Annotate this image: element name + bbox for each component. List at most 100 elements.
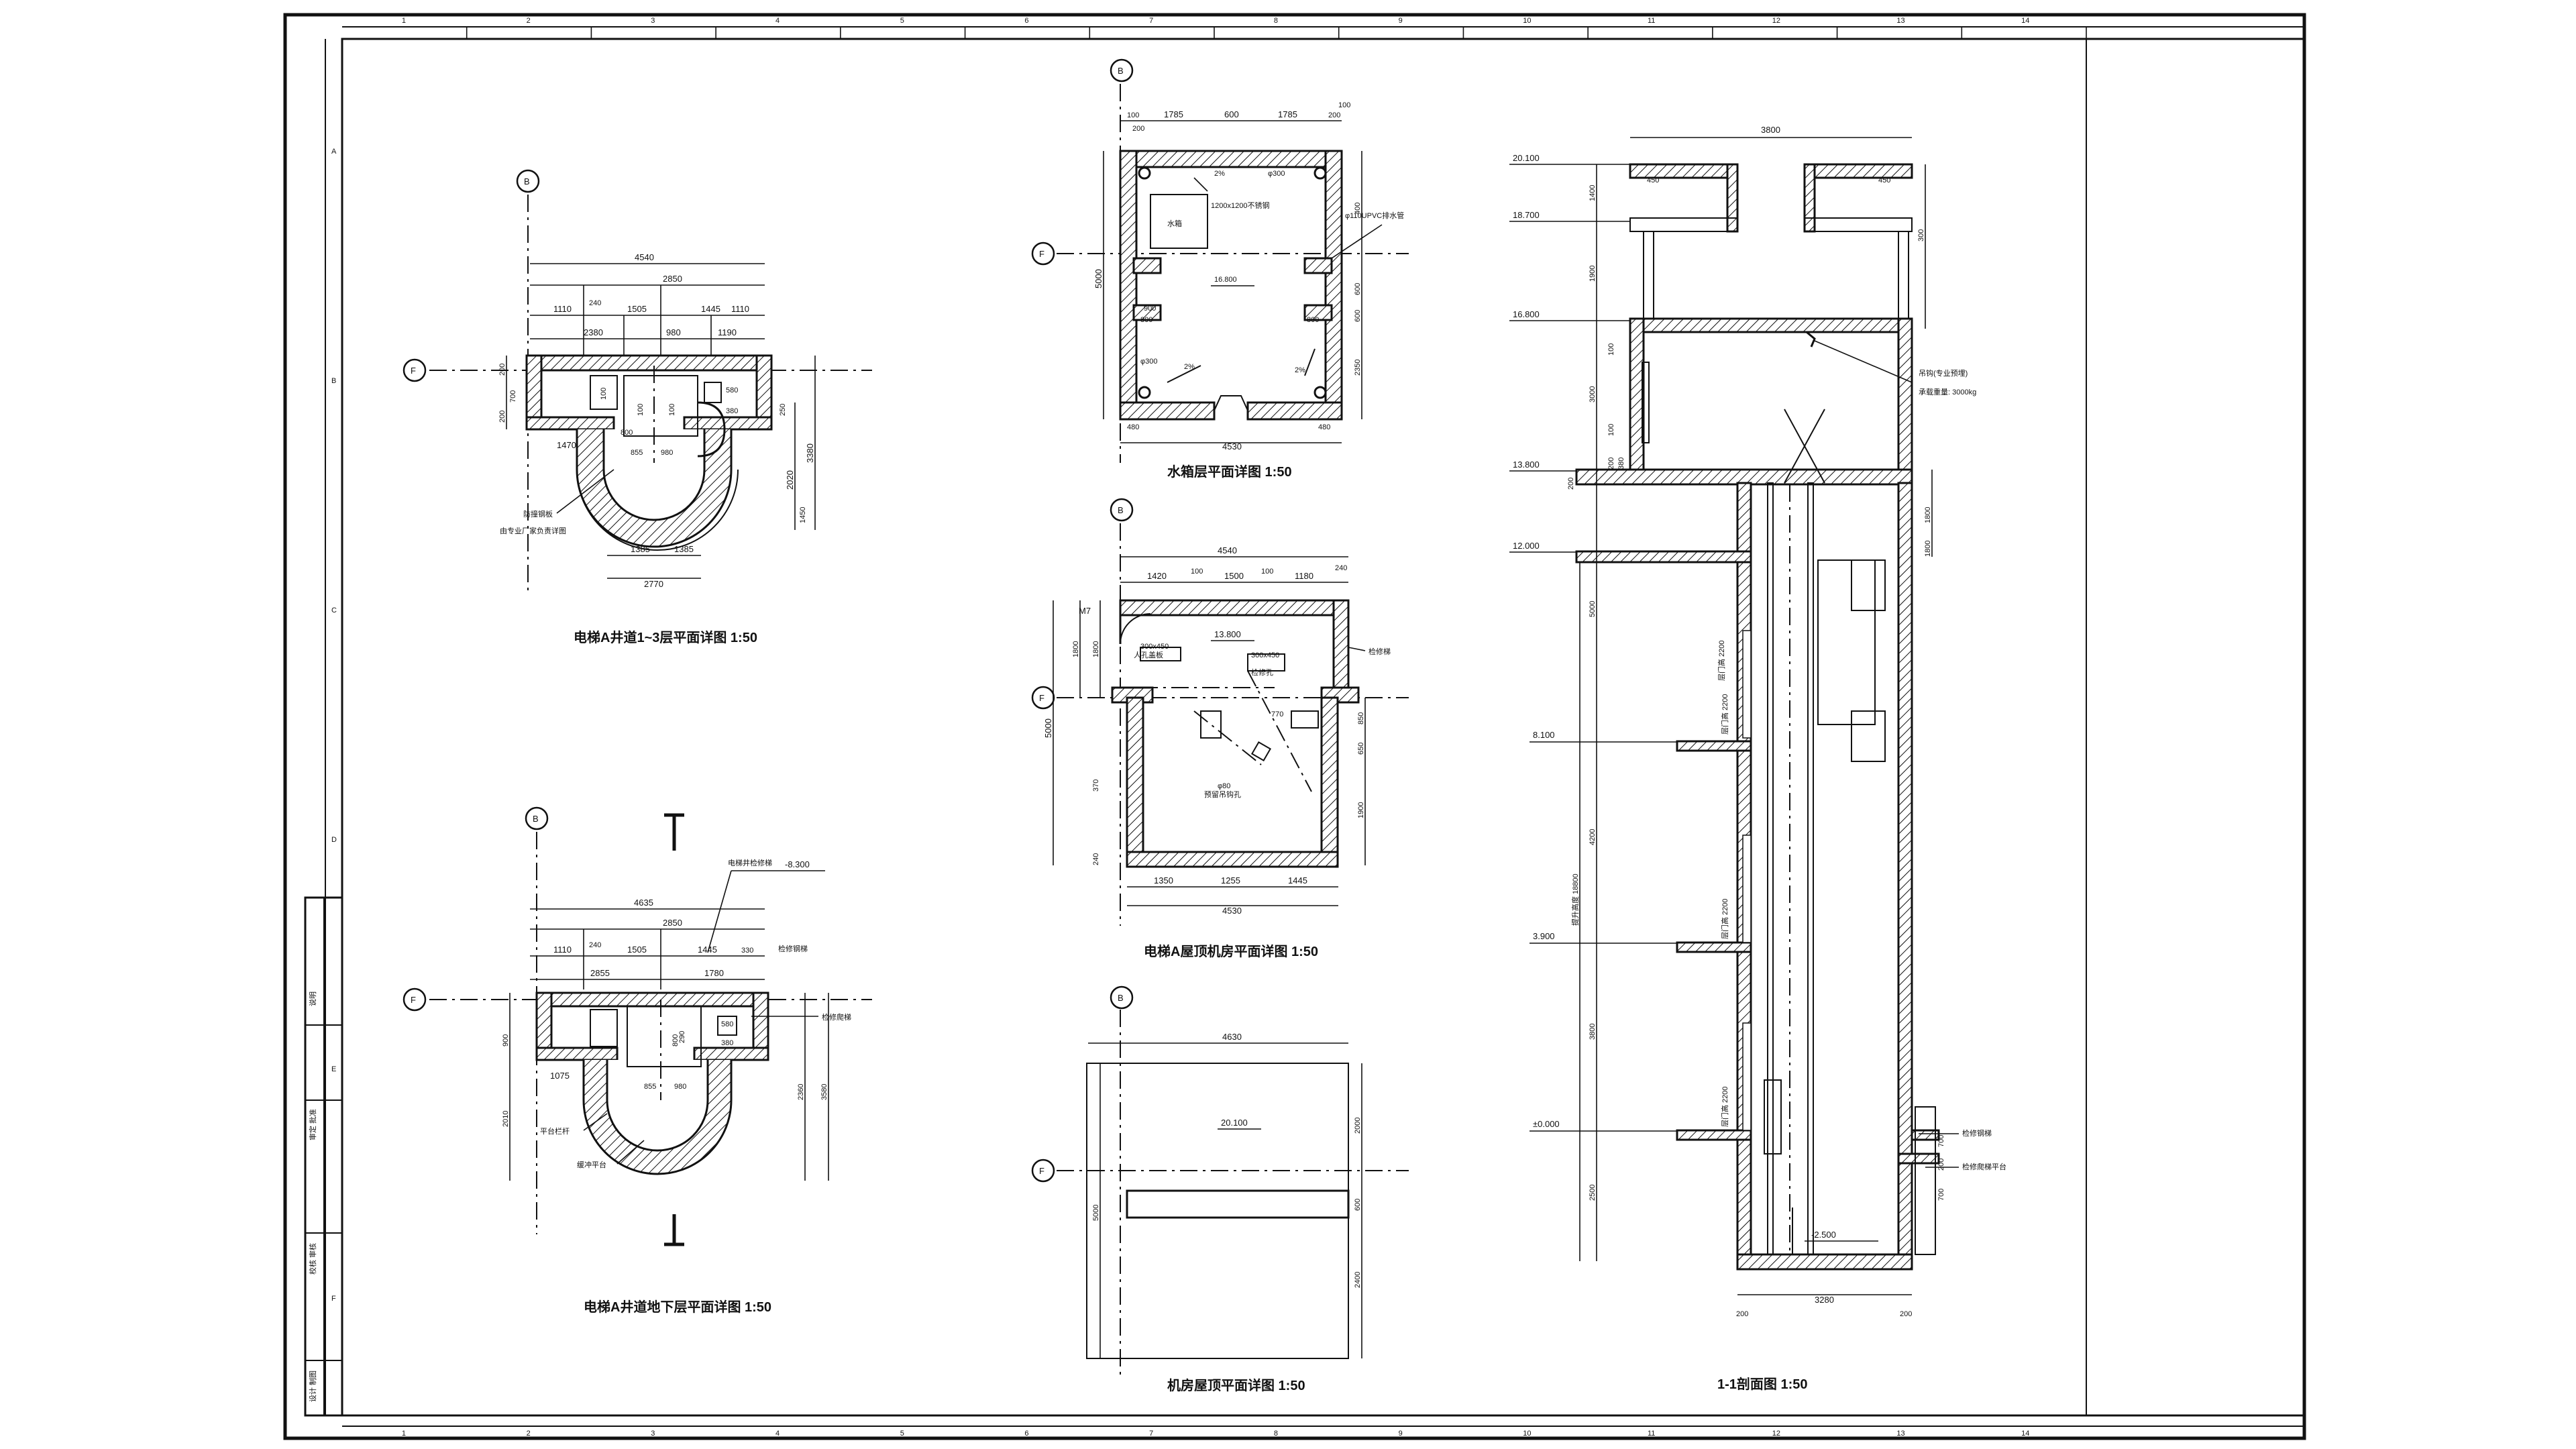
- axis-label-f: F: [1039, 249, 1044, 259]
- dim-text: 980: [661, 449, 673, 457]
- dim-text: 3580: [820, 1084, 828, 1100]
- dim-text: 提升高度 18800: [1570, 873, 1580, 926]
- dim-text: 855: [644, 1083, 656, 1091]
- level-text: 20.100: [1513, 153, 1540, 163]
- dim-text: 1785: [1278, 109, 1297, 119]
- dim-text: 3800: [1761, 125, 1780, 135]
- dim-text: 400: [1354, 203, 1362, 215]
- dim-text: 800: [621, 429, 633, 437]
- dim-text: 600: [1354, 310, 1362, 322]
- axis-bubble-b: [1110, 498, 1134, 522]
- border-letter: B: [331, 377, 336, 385]
- dim-text: 380: [721, 1039, 733, 1047]
- note-text: 2%: [1295, 366, 1305, 374]
- note-text: φ300: [1140, 358, 1158, 366]
- note-text: φ80: [1218, 782, 1230, 790]
- dim-text: 480: [1318, 423, 1330, 431]
- axis-bubble-f: [402, 987, 427, 1012]
- dim-text: 1800: [1092, 641, 1100, 657]
- dim-text: 2770: [644, 579, 663, 589]
- dim-text: 1900: [1357, 802, 1365, 818]
- border-number: 9: [1399, 17, 1403, 25]
- dim-text: 5000: [1092, 1205, 1100, 1221]
- dim-text: 855: [631, 449, 643, 457]
- counterweight: [1764, 1079, 1782, 1155]
- dim-text: 200: [1607, 458, 1615, 470]
- dim-text: 200: [1736, 1310, 1748, 1318]
- dim-text: 1075: [550, 1071, 570, 1081]
- dim-text: 1445: [698, 945, 717, 955]
- note-text: 预留吊钩孔: [1204, 790, 1241, 799]
- dim-text: 2850: [663, 274, 682, 284]
- border-number: 13: [1896, 17, 1904, 25]
- dim-text: 200: [498, 411, 506, 423]
- dim-text: 5000: [1043, 718, 1053, 738]
- note-text: 由专业厂家负责详图: [500, 526, 566, 535]
- axis-label-f: F: [1039, 1166, 1044, 1176]
- border-number: 11: [1648, 1430, 1655, 1438]
- dim-text: 1800: [1924, 507, 1932, 523]
- view-section-1-1: 3800 450 450 吊钩(专业预埋) 承载重量: 3000kg: [1509, 125, 2006, 1392]
- dim-text: 200: [1937, 1159, 1945, 1171]
- dim-text: 1180: [1295, 571, 1313, 581]
- note-text: φ300: [1268, 170, 1285, 178]
- border-number: 10: [1523, 17, 1531, 25]
- border-number: 1: [402, 1430, 406, 1438]
- dim-text: 3380: [805, 443, 815, 463]
- dim-text: 100: [600, 388, 608, 400]
- dim-text: 900: [1144, 305, 1156, 313]
- dim-text: 240: [1335, 564, 1347, 572]
- view-machine-room: B F 4540 1420 100 1500 100 1180 240 M7: [1031, 498, 1409, 959]
- dim-text: 600: [1354, 1199, 1362, 1211]
- view-title: 电梯A井道1~3层平面详图 1:50: [574, 629, 757, 645]
- dim-text: 100: [1338, 101, 1350, 109]
- axis-bubble-f: [1031, 686, 1055, 710]
- border-letter: A: [331, 148, 337, 156]
- dim-text: 200: [1328, 111, 1340, 119]
- dim-text: 480: [1127, 423, 1139, 431]
- dim-text: 2855: [590, 968, 610, 978]
- level-text: 3.900: [1533, 931, 1555, 941]
- view-plan-basement: B F 4635 2850 1110 240 1505 1445 330 285…: [402, 806, 872, 1315]
- dim-text: 200: [1900, 1310, 1912, 1318]
- border-number: 13: [1896, 1430, 1904, 1438]
- note-text: 水箱: [1167, 219, 1182, 228]
- drain-icon: [1313, 386, 1327, 399]
- level-markers: 20.100 18.700 16.800 13.800 12.000 8.100…: [1509, 153, 1878, 1242]
- dim-text: 2350: [1354, 360, 1362, 376]
- dim-text: 1110: [553, 304, 572, 314]
- axis-bubble-f: [1031, 241, 1055, 266]
- axis-label-b: B: [1118, 993, 1124, 1003]
- level-text: 20.100: [1221, 1118, 1248, 1128]
- view-title: 水箱层平面详图 1:50: [1167, 464, 1292, 480]
- dim-text: 370: [1092, 780, 1100, 792]
- border-number: 3: [651, 1430, 655, 1438]
- dim-text: 1110: [553, 945, 572, 955]
- dim-text: 4540: [635, 252, 654, 262]
- axis-label-b: B: [1118, 66, 1124, 76]
- dim-text: 800: [1140, 316, 1152, 324]
- dim-text: 1110: [731, 304, 749, 314]
- dim-text: 1420: [1147, 571, 1167, 581]
- dim-text: 800: [1307, 316, 1319, 324]
- dim-text: 3000: [1589, 386, 1597, 402]
- title-block: 说明 审定 批准 校核 审核 设计 制图: [304, 896, 343, 1417]
- dim-text: 2850: [663, 918, 682, 928]
- dim-text: 4630: [1222, 1032, 1242, 1042]
- view-plan-1-3: B F 4540 2850 1110 240 1505 1445 1110 23…: [402, 169, 872, 645]
- border-number: 10: [1523, 1430, 1531, 1438]
- dim-text: 4540: [1218, 545, 1237, 555]
- level-text: 18.700: [1513, 210, 1540, 220]
- dim-text: 1800: [1072, 641, 1080, 657]
- border-number: 3: [651, 17, 655, 25]
- axis-label-b: B: [1118, 505, 1124, 515]
- note-text: 检修爬梯平台: [1962, 1162, 2006, 1171]
- border-number: 7: [1149, 17, 1153, 25]
- border-number: 14: [2021, 1430, 2029, 1438]
- border-letter: F: [331, 1295, 336, 1303]
- dim-text: 1780: [704, 968, 724, 978]
- axis-bubble-b: [1110, 58, 1134, 83]
- dim-text: 980: [666, 327, 681, 337]
- dim-text: 800: [672, 1034, 680, 1046]
- dim-text: 4200: [1589, 829, 1597, 845]
